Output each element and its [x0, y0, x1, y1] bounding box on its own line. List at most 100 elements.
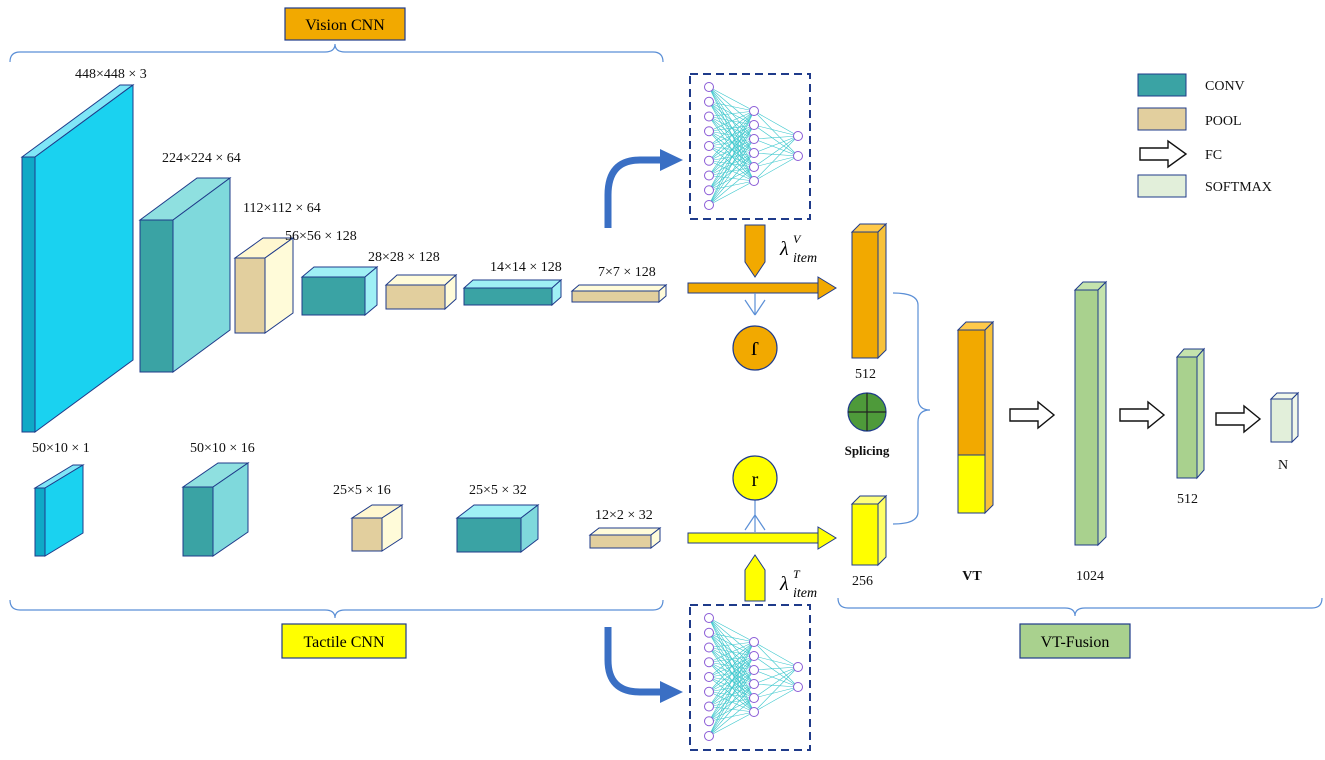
fusion-brace [837, 597, 1323, 617]
vision-mlp-neuron [704, 185, 714, 196]
vision-layer-1 [20, 84, 135, 433]
vision-curved-arrow [604, 149, 683, 228]
vision-mlp-box [689, 73, 811, 220]
tactile-main-arrow [687, 526, 837, 550]
tactile-mlp-neuron [704, 686, 714, 697]
vision-label-3: 112×112 × 64 [243, 201, 321, 216]
tactile-stem [744, 500, 766, 532]
vision-layer-6 [462, 278, 563, 307]
tactile-weight-symbol: r [752, 469, 759, 491]
vision-mlp-connections [708, 86, 799, 206]
tactile-mlp-neuron [749, 665, 759, 675]
vision-lambda-sub: item [793, 251, 817, 266]
splice-label: Splicing [845, 443, 890, 458]
tactile-layer-1 [33, 464, 85, 557]
fc1-bar [1073, 280, 1108, 547]
splice-icon [847, 392, 887, 432]
svg-text:Tactile CNN: Tactile CNN [303, 634, 385, 651]
vision-label-5: 28×28 × 128 [368, 250, 440, 265]
vision-mlp-neuron [749, 120, 759, 130]
vision-label-6: 14×14 × 128 [490, 260, 562, 275]
tactile-cnn-title: Tactile CNN [281, 623, 407, 659]
vision-mlp-neuron [704, 155, 714, 166]
tactile-label-5: 12×2 × 32 [595, 508, 653, 523]
fc1-dim: 1024 [1076, 569, 1104, 584]
tactile-label-1: 50×10 × 1 [32, 441, 90, 456]
fc-arrow-3 [1215, 404, 1262, 434]
vision-feature-bar [850, 222, 888, 360]
tactile-mlp-neuron [704, 613, 714, 623]
fc2-dim: 512 [1177, 492, 1198, 507]
tactile-lambda-sub: item [793, 586, 817, 601]
legend-softmax-swatch [1137, 174, 1187, 198]
vision-layer-4 [300, 265, 379, 317]
vision-lambda-sup: V [793, 232, 802, 246]
tactile-lambda: λ [779, 573, 789, 595]
tactile-feature-dim: 256 [852, 574, 873, 589]
vision-label-7: 7×7 × 128 [598, 265, 656, 280]
vision-mlp-neuron [704, 126, 714, 137]
vt-bar [956, 320, 995, 515]
tactile-layer-3 [350, 504, 404, 552]
vision-mlp-neuron [704, 141, 714, 151]
tactile-mlp-connections [708, 617, 799, 737]
tactile-label-4: 25×5 × 32 [469, 483, 527, 498]
vision-feature-dim: 512 [855, 367, 876, 382]
tactile-mlp-neuron [704, 657, 714, 668]
vision-mlp-neuron [749, 134, 759, 144]
tactile-label-2: 50×10 × 16 [190, 441, 255, 456]
tactile-feature-bar [850, 494, 888, 567]
vision-layer-2 [138, 177, 232, 373]
tactile-mlp-neuron [704, 716, 714, 727]
splice-brace [892, 292, 931, 525]
vision-weight-circle [732, 325, 778, 371]
vision-label-4: 56×56 × 128 [285, 229, 357, 244]
vision-mlp-neuron [749, 106, 759, 116]
legend-pool-swatch [1137, 107, 1187, 131]
legend-fc-label: FC [1205, 148, 1222, 163]
tactile-lambda-sup: T [793, 567, 801, 581]
tactile-layer-2 [181, 462, 250, 557]
tactile-mlp-neuron [704, 642, 714, 653]
vision-mlp-neuron [749, 148, 759, 158]
legend-conv-swatch [1137, 73, 1187, 97]
fc2-bar [1175, 347, 1206, 480]
vision-layer-3 [233, 237, 295, 334]
vision-label-1: 448×448 × 3 [75, 67, 147, 82]
softmax-dim: N [1278, 458, 1288, 473]
vision-brace [9, 43, 664, 63]
tactile-mlp-neuron [793, 662, 803, 672]
tactile-mlp-neuron [704, 731, 714, 741]
legend: CONV POOL FC SOFTMAX [1137, 73, 1272, 198]
vision-mlp-neuron [704, 82, 714, 92]
tactile-mlp-neuron [749, 651, 759, 661]
legend-conv-label: CONV [1205, 79, 1245, 94]
tactile-mlp-neuron [704, 701, 714, 712]
vision-mlp-neuron [793, 131, 803, 141]
fc-arrow-1 [1009, 400, 1056, 430]
vision-layer-7 [570, 283, 668, 304]
tactile-mlp-box [689, 604, 811, 751]
legend-fc-arrow [1139, 139, 1188, 169]
tactile-brace [9, 599, 664, 619]
vision-weight-arrow [744, 224, 766, 278]
tactile-mlp-neuron [749, 693, 759, 703]
fc-arrow-2 [1119, 400, 1166, 430]
vision-main-arrow [687, 276, 837, 300]
softmax-bar [1269, 391, 1300, 444]
svg-text:VT-Fusion: VT-Fusion [1041, 634, 1110, 651]
legend-pool-label: POOL [1205, 114, 1242, 129]
tactile-weight-arrow [744, 554, 766, 602]
vision-label-2: 224×224 × 64 [162, 151, 241, 166]
vision-stem [744, 293, 766, 316]
vision-cnn-title: Vision CNN [284, 7, 406, 41]
vision-mlp-neuron [704, 96, 714, 107]
tactile-layer-4 [455, 503, 540, 554]
vision-mlp-neuron [749, 162, 759, 172]
tactile-mlp-neuron [793, 682, 803, 692]
tactile-layer-5 [588, 526, 662, 550]
vision-layer-5 [384, 273, 458, 311]
tactile-mlp-neuron [749, 679, 759, 689]
